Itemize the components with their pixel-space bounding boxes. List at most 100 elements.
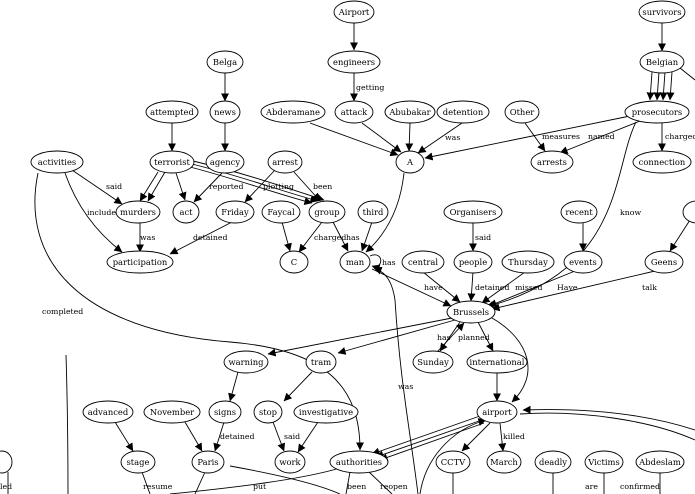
edge-label-said: said xyxy=(284,432,300,441)
node-attempted: attempted xyxy=(145,100,199,124)
edge-airport-march xyxy=(498,422,507,452)
edge-label-charged: charged xyxy=(314,233,346,242)
node-stop: stop xyxy=(253,400,283,424)
edge-third-man xyxy=(360,221,373,252)
node-label: advanced xyxy=(88,407,129,417)
edge-abderamane-A xyxy=(309,122,399,157)
node-sunday: Sunday xyxy=(412,350,454,374)
node-label: Abubakar xyxy=(388,107,430,117)
edge-brussels-airport xyxy=(491,317,529,403)
edge-label-getting: getting xyxy=(356,83,384,92)
node-label: investigative xyxy=(299,407,353,417)
node-label: group xyxy=(314,207,339,217)
edge-label-has: has xyxy=(382,258,396,267)
edge-label-named: named xyxy=(588,132,615,141)
node-arrest: arrest xyxy=(267,150,303,174)
edge-brussels-international xyxy=(477,321,494,352)
edge-bottom-airport xyxy=(419,418,487,494)
node-label: arrest xyxy=(272,157,298,167)
node-label: murders xyxy=(120,207,156,217)
edge-label-have: have xyxy=(424,283,443,292)
edge-label-was: was xyxy=(140,233,155,242)
node-paris: Paris xyxy=(191,450,225,474)
edge-central-brussels xyxy=(422,271,461,303)
edge-belgian-prosecutors-3 xyxy=(659,71,668,101)
node-abderamane: Abderamane xyxy=(260,100,326,124)
node-events: events xyxy=(563,250,603,274)
node-label: Airport xyxy=(338,7,370,17)
node-detention: detention xyxy=(436,100,490,124)
edge-label-charged: charged xyxy=(665,132,695,141)
edge-brussels-warning xyxy=(267,317,453,357)
edge-airport-authorities-1 xyxy=(371,415,481,456)
node-abdeslam: Abdeslam xyxy=(635,450,685,474)
node-faycal: Faycal xyxy=(261,200,301,224)
node-abubakar: Abubakar xyxy=(384,100,436,124)
edge-man-self xyxy=(369,254,382,273)
node-label: Belga xyxy=(213,57,237,67)
node-friday: Friday xyxy=(215,200,255,224)
edge-people-brussels xyxy=(467,271,476,302)
edge-belgian-right xyxy=(679,67,695,81)
node-terrorist: terrorist xyxy=(149,150,195,174)
node-label: Organisers xyxy=(450,207,497,217)
node-label: tram xyxy=(311,357,331,367)
edge-friday-participation xyxy=(169,221,233,255)
node-label: November xyxy=(150,407,194,417)
node-agency: agency xyxy=(205,150,245,174)
edge-arrest-group xyxy=(293,171,321,202)
edge-belgian-prosecutors-1 xyxy=(646,71,655,101)
node-third: third xyxy=(357,200,389,224)
node-connection: connection xyxy=(632,150,692,174)
edge-belgian-prosecutors-2 xyxy=(653,71,662,101)
node-belgian: Belgian xyxy=(639,50,685,74)
node-label: prosecutors xyxy=(632,107,682,117)
edge-agency-act xyxy=(193,172,223,203)
edge-prosecutors-arrests xyxy=(559,120,641,154)
edge-label-planned: planned xyxy=(458,333,490,342)
node-label: terrorist xyxy=(154,157,190,167)
edge-prosecutors-A xyxy=(424,115,631,161)
edge-signs-paris xyxy=(213,421,225,452)
edge-group-C xyxy=(298,221,323,253)
edge-label-detained: detained xyxy=(220,432,255,441)
node-engineers: engineers xyxy=(327,50,381,74)
node-label: international xyxy=(470,357,525,367)
edge-activities-murders xyxy=(71,169,123,205)
edges xyxy=(7,23,695,494)
node-label: attack xyxy=(341,107,368,117)
node-C: C xyxy=(279,250,309,274)
edge-geens-brussels xyxy=(491,270,656,312)
node-label: man xyxy=(346,257,365,267)
node-march: March xyxy=(486,450,522,474)
edge-label-talk: talk xyxy=(642,283,657,292)
edge-november-paris xyxy=(184,421,203,452)
node-label: work xyxy=(279,457,301,467)
node-label: participation xyxy=(113,257,168,267)
node-label: Belgian xyxy=(646,57,679,67)
node-label: agency xyxy=(210,157,240,167)
edge-arrest-friday xyxy=(244,169,276,203)
node-man: man xyxy=(339,250,371,274)
edge-brussels-tram xyxy=(337,319,456,355)
node-authorities: authorities xyxy=(329,450,389,474)
edge-A-man xyxy=(365,172,405,253)
node-organisers: Organisers xyxy=(443,200,503,224)
edge-label-been: been xyxy=(347,482,366,491)
edge-label-put: put xyxy=(253,482,267,491)
edge-prosecutors-brussels xyxy=(485,121,637,309)
edge-label-completed: completed xyxy=(42,307,83,316)
node-right-partial xyxy=(682,200,695,224)
node-label: detention xyxy=(443,107,484,117)
edge-bottom-man xyxy=(373,266,419,494)
node-label: authorities xyxy=(336,457,382,467)
node-other: Other xyxy=(504,100,540,124)
node-belga: Belga xyxy=(206,50,244,74)
node-advanced: advanced xyxy=(82,400,134,424)
edge-airport-right xyxy=(519,412,695,441)
node-work: work xyxy=(274,450,306,474)
node-brussels: Brussels xyxy=(446,300,496,324)
node-label: Abderamane xyxy=(265,107,320,117)
